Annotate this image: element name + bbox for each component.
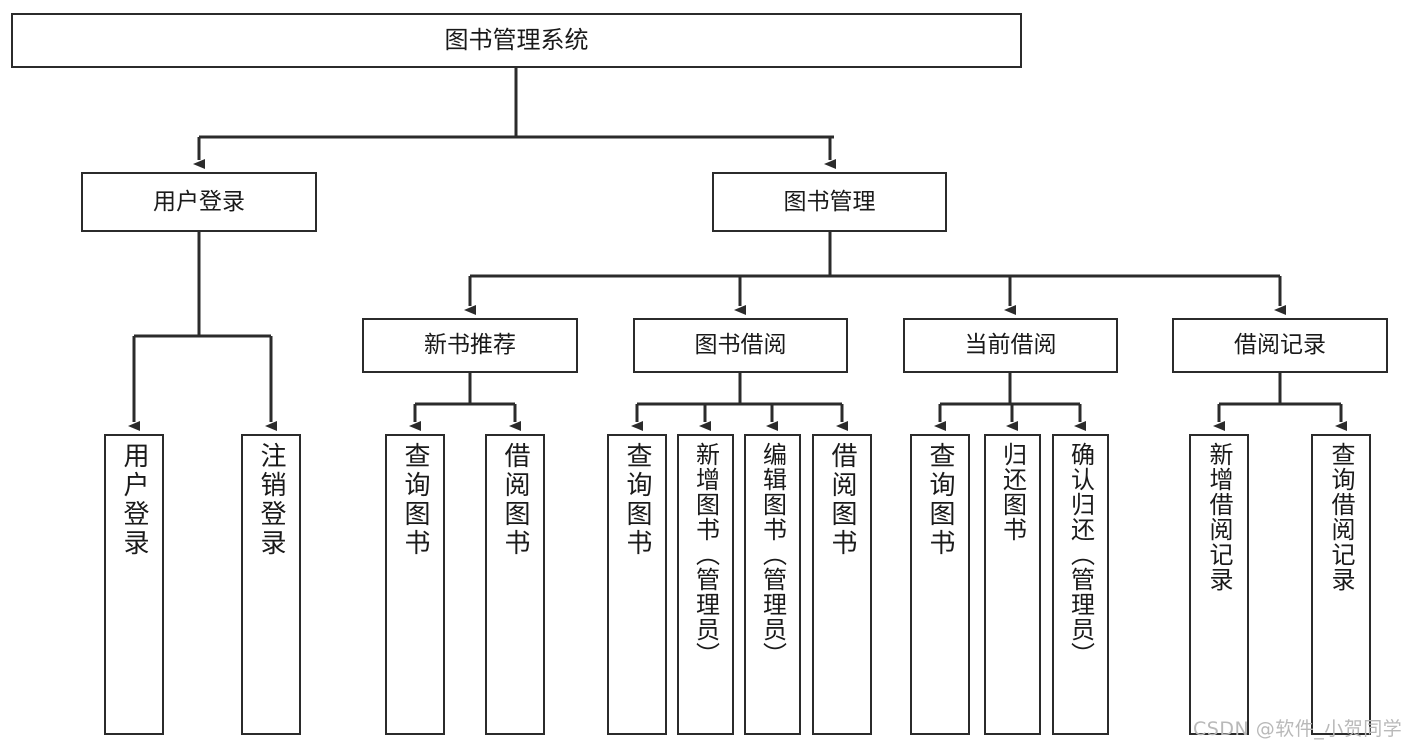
node-user-login-label: 用户登录	[153, 188, 245, 215]
csdn-watermark: CSDN @软件_小贺同学	[1193, 718, 1403, 740]
leaf-borrow-book-recommend[interactable]: 借阅图书	[485, 434, 545, 735]
node-new-book-recommend-label: 新书推荐	[424, 332, 516, 359]
leaf-add-borrow-record[interactable]: 新增借阅记录	[1189, 434, 1249, 735]
leaf-query-borrow-record[interactable]: 查询借阅记录	[1311, 434, 1371, 735]
leaf-confirm-return-admin-label: 确认归还（管理员）	[1066, 442, 1095, 667]
node-root[interactable]: 图书管理系统	[11, 13, 1022, 68]
node-root-label: 图书管理系统	[444, 25, 589, 54]
node-new-book-recommend[interactable]: 新书推荐	[362, 318, 578, 373]
leaf-borrow-book-label: 借阅图书	[827, 442, 857, 558]
leaf-query-borrow-record-label: 查询借阅记录	[1327, 442, 1355, 592]
leaf-add-borrow-record-label: 新增借阅记录	[1205, 442, 1233, 592]
leaf-user-login[interactable]: 用户登录	[104, 434, 164, 735]
leaf-query-book-current[interactable]: 查询图书	[910, 434, 970, 735]
leaf-return-book[interactable]: 归还图书	[984, 434, 1041, 735]
node-current-borrow[interactable]: 当前借阅	[903, 318, 1118, 373]
node-book-borrow-label: 图书借阅	[694, 332, 787, 359]
node-borrow-record[interactable]: 借阅记录	[1172, 318, 1388, 373]
leaf-query-book-current-label: 查询图书	[925, 442, 955, 558]
node-user-login[interactable]: 用户登录	[81, 172, 317, 232]
leaf-return-book-label: 归还图书	[998, 442, 1027, 542]
leaf-query-book-recommend-label: 查询图书	[400, 442, 430, 558]
leaf-add-book-admin[interactable]: 新增图书（管理员）	[677, 434, 734, 735]
node-book-borrow[interactable]: 图书借阅	[633, 318, 848, 373]
leaf-add-book-admin-label: 新增图书（管理员）	[691, 442, 720, 667]
node-book-management[interactable]: 图书管理	[712, 172, 947, 232]
leaf-borrow-book[interactable]: 借阅图书	[812, 434, 872, 735]
node-book-management-label: 图书管理	[783, 188, 876, 215]
leaf-logout[interactable]: 注销登录	[241, 434, 301, 735]
leaf-edit-book-admin[interactable]: 编辑图书（管理员）	[744, 434, 801, 735]
leaf-logout-label: 注销登录	[256, 442, 286, 558]
node-current-borrow-label: 当前借阅	[964, 332, 1057, 359]
leaf-confirm-return-admin[interactable]: 确认归还（管理员）	[1052, 434, 1109, 735]
leaf-borrow-book-recommend-label: 借阅图书	[500, 442, 530, 558]
leaf-query-book-borrow[interactable]: 查询图书	[607, 434, 667, 735]
leaf-query-book-borrow-label: 查询图书	[622, 442, 652, 558]
node-borrow-record-label: 借阅记录	[1234, 332, 1326, 359]
leaf-query-book-recommend[interactable]: 查询图书	[385, 434, 445, 735]
leaf-edit-book-admin-label: 编辑图书（管理员）	[758, 442, 787, 667]
leaf-user-login-label: 用户登录	[119, 442, 149, 558]
